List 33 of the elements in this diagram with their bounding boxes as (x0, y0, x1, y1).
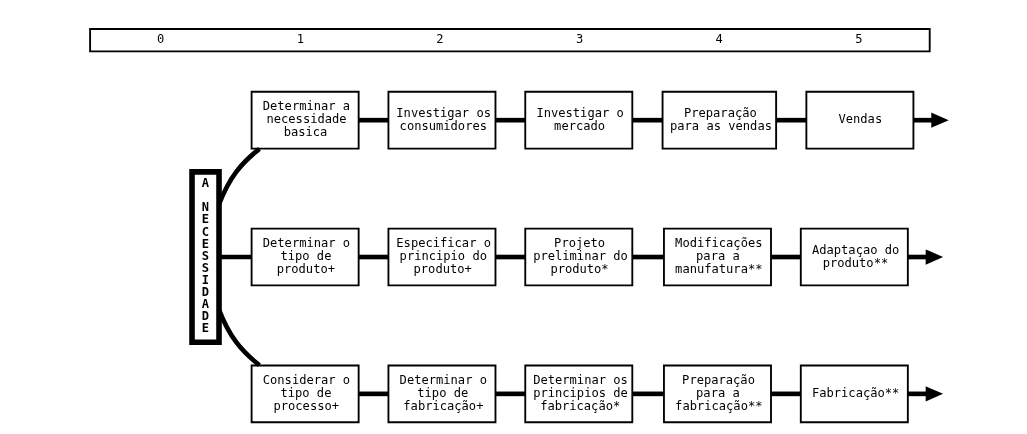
node-box: Considerar o tipo de processo+ (250, 364, 360, 424)
node-box: Adaptaçao do produto** (799, 227, 909, 287)
node-box: Especificar o principio do produto+ (387, 227, 496, 287)
node-box: Preparação para as vendas (661, 90, 777, 150)
connector (495, 254, 525, 260)
node-box: Determinar a necessidade basica (250, 90, 360, 150)
node-box: Projeto preliminar do produto* (523, 227, 633, 287)
connector (358, 117, 388, 123)
connector (495, 391, 525, 397)
arrow (907, 386, 943, 402)
node-box: Determinar o tipo de produto+ (250, 227, 360, 287)
node-box: Investigar o mercado (523, 90, 633, 150)
connector (770, 391, 801, 397)
node-box: Modificações para a manufatura** (662, 227, 772, 287)
arrow (907, 249, 943, 265)
node-box: Fabricação** (799, 364, 909, 424)
connector (631, 254, 664, 260)
node-box: A NECESSIDADE (188, 169, 222, 345)
connector (631, 391, 664, 397)
connector (218, 254, 251, 260)
connector (631, 117, 662, 123)
connector (770, 254, 801, 260)
node-box: Vendas (804, 90, 914, 150)
node-box: Investigar os consumidores (387, 90, 496, 150)
connector (358, 391, 388, 397)
node-box: Determinar os principios de fabricação* (523, 364, 633, 424)
node-box: 0 1 2 3 4 5 (88, 28, 931, 53)
node-box: Preparação para a fabricação** (662, 364, 772, 424)
connector (358, 254, 388, 260)
connector (495, 117, 525, 123)
node-box: Determinar o tipo de fabricação+ (387, 364, 496, 424)
arrow (913, 112, 949, 128)
connector (775, 117, 806, 123)
